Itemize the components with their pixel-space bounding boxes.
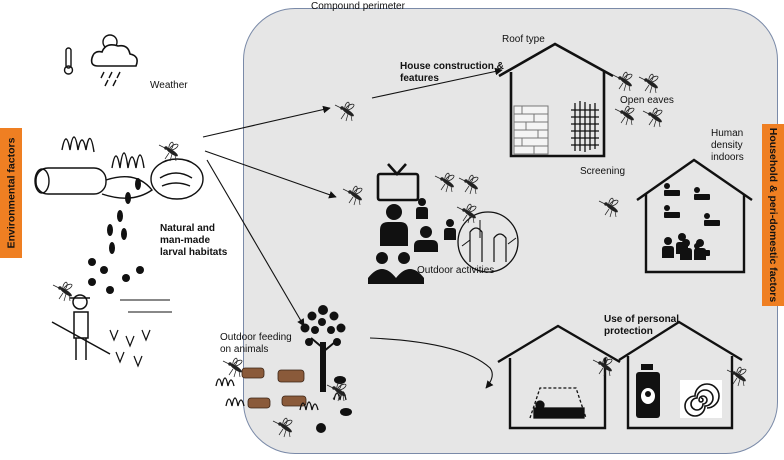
weather-icon (63, 34, 138, 87)
weather-label: Weather (150, 80, 188, 91)
house-construction-label-line2: features (400, 73, 439, 84)
brick-wall (513, 105, 549, 155)
personal-protection-label-line2: protection (604, 326, 653, 337)
screening-mesh (571, 101, 599, 152)
roof-type-label: Roof type (502, 34, 545, 45)
human-density-label-line3: indoors (711, 152, 744, 163)
larval-habitats-label: Natural and (160, 223, 216, 234)
compound-perimeter-label: Compound perimeter (311, 1, 405, 12)
house-construction-label: House construction & (400, 61, 504, 72)
house-icon (618, 320, 743, 430)
bed-net-icon (529, 387, 587, 419)
grass-tufts (215, 377, 347, 411)
footprints-icon (88, 178, 144, 294)
larval-habitats-label-line3: larval habitats (160, 247, 228, 258)
mosquito-coil-icon (680, 380, 722, 418)
arrows (202, 67, 503, 389)
outdoor-feeding-label-line2: on animals (220, 344, 269, 355)
farmer-icon (51, 294, 172, 368)
human-density-label: Human (711, 128, 744, 139)
spray-can-icon (636, 364, 660, 418)
cattle-icon (241, 367, 307, 409)
personal-protection-label: Use of personal (604, 314, 680, 325)
outdoor-activities-label: Outdoor activities (417, 265, 495, 276)
environmental-factors-tag: Environmental factors (0, 128, 22, 258)
outdoor-activity-circle (457, 211, 519, 273)
outdoor-feeding-label: Outdoor feeding (220, 332, 292, 343)
household-factors-tag: Household & peri-domestic factors (762, 124, 784, 306)
tv-icon (376, 163, 420, 202)
human-density-label-line2: density (711, 140, 743, 151)
people-icon (662, 183, 720, 260)
people-icon (368, 198, 456, 284)
larval-habitat-art (34, 136, 204, 200)
open-eaves-label: Open eaves (620, 95, 674, 106)
sheep-icon (316, 376, 352, 433)
house-icon (636, 158, 753, 274)
house-icon (498, 42, 614, 158)
house-icon (497, 324, 621, 430)
tree-icon (300, 305, 346, 392)
larval-habitats-label-line2: man-made (160, 235, 211, 246)
screening-label: Screening (580, 166, 626, 177)
